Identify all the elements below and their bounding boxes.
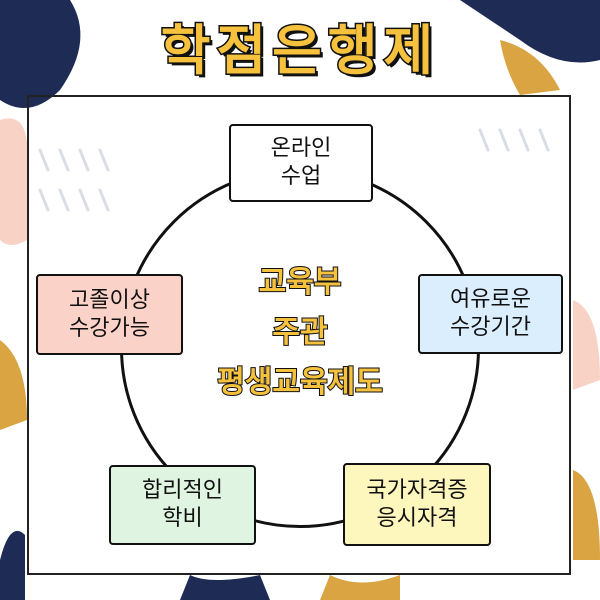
center-line-3: 평생교육제도 xyxy=(216,364,384,401)
feature-line-2: 수업 xyxy=(280,164,322,189)
center-line-2: 주관 xyxy=(271,314,328,351)
navy-blob-top-right xyxy=(460,0,600,63)
feature-box-reasonable-tuition: 합리적인 학비 xyxy=(109,465,256,545)
feature-box-study-period: 여유로운 수강기간 xyxy=(418,274,563,354)
center-label: 교육부 주관 평생교육제도 xyxy=(190,258,410,408)
feature-box-online-class: 온라인 수업 xyxy=(229,124,373,202)
feature-box-high-school-graduates: 고졸이상 수강가능 xyxy=(36,274,183,355)
feature-line-1: 여유로운 xyxy=(450,287,531,312)
feature-line-2: 응시자격 xyxy=(376,505,458,531)
feature-line-1: 국가자격증 xyxy=(366,477,468,503)
gold-blob-left xyxy=(0,340,27,430)
navy-blob-bottom xyxy=(180,575,270,600)
feature-line-1: 합리적인 xyxy=(142,478,223,503)
feature-line-1: 온라인 xyxy=(270,136,332,161)
feature-line-2: 수강가능 xyxy=(69,315,150,341)
navy-blob-left xyxy=(0,530,25,600)
feature-line-2: 학비 xyxy=(162,506,203,531)
feature-box-certificate-eligibility: 국가자격증 응시자격 xyxy=(343,463,491,546)
gold-blob-bottom xyxy=(320,575,400,600)
page-title: 학점은행제 xyxy=(159,18,440,84)
peach-blob-left xyxy=(0,118,28,245)
feature-line-1: 고졸이상 xyxy=(69,287,150,313)
center-line-1: 교육부 xyxy=(258,264,343,301)
peach-blob-right xyxy=(573,300,600,390)
feature-line-2: 수강기간 xyxy=(450,315,531,340)
gold-blob-right xyxy=(573,470,600,560)
content-frame xyxy=(27,95,571,575)
gold-blob-top xyxy=(500,40,560,95)
navy-blob-top-left xyxy=(0,0,81,108)
